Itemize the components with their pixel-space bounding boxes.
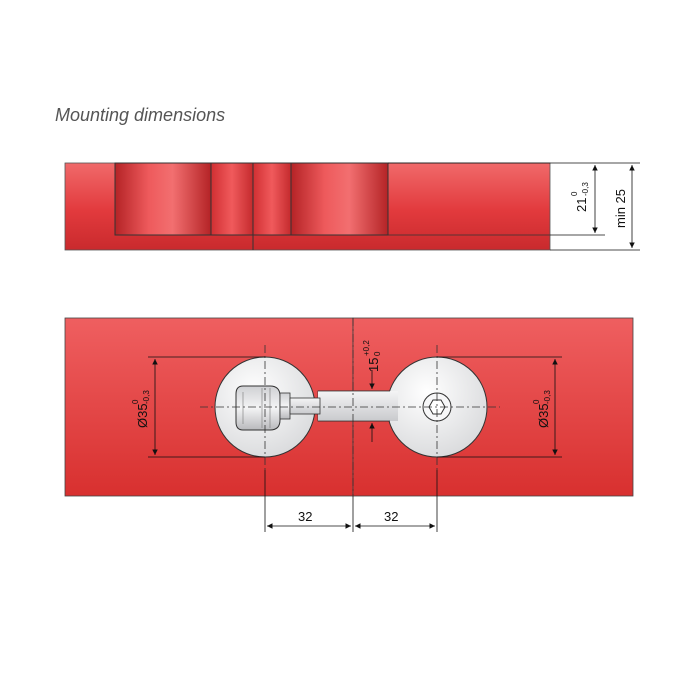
offset-label: 15 +0,2 0 xyxy=(362,340,382,372)
svg-text:0: 0 xyxy=(373,351,382,356)
bore-left-label: Ø35 0 -0,3 xyxy=(131,390,151,428)
svg-text:0: 0 xyxy=(131,399,140,404)
side-connector-right xyxy=(252,162,292,236)
svg-text:Ø35: Ø35 xyxy=(135,403,150,428)
bore-dimension-lines xyxy=(148,356,562,458)
svg-text:-0,3: -0,3 xyxy=(543,390,552,404)
bore-right-label: Ø35 0 -0,3 xyxy=(532,390,552,428)
side-dimensions xyxy=(388,162,640,251)
diagram-title: Mounting dimensions xyxy=(55,105,226,125)
svg-text:Ø35: Ø35 xyxy=(536,403,551,428)
svg-text:-0,3: -0,3 xyxy=(142,390,151,404)
side-view xyxy=(64,162,551,251)
thickness-label: 21 0 -0,3 xyxy=(570,182,590,212)
cam-head-left xyxy=(235,385,321,431)
svg-text:+0,2: +0,2 xyxy=(362,340,371,356)
spacing-left-label: 32 xyxy=(298,509,312,524)
svg-text:15: 15 xyxy=(366,358,381,372)
top-view xyxy=(64,317,634,497)
min-thickness-label: min 25 xyxy=(613,189,628,228)
svg-text:-0,3: -0,3 xyxy=(581,182,590,196)
centerlines xyxy=(200,318,500,496)
spacing-dimension-lines xyxy=(264,470,438,532)
svg-text:21: 21 xyxy=(574,198,589,212)
spacing-right-label: 32 xyxy=(384,509,398,524)
side-cylinder-left xyxy=(114,162,212,236)
side-connector-left xyxy=(210,162,254,236)
svg-text:0: 0 xyxy=(570,191,579,196)
svg-text:0: 0 xyxy=(532,399,541,404)
side-cylinder-right xyxy=(290,162,389,236)
